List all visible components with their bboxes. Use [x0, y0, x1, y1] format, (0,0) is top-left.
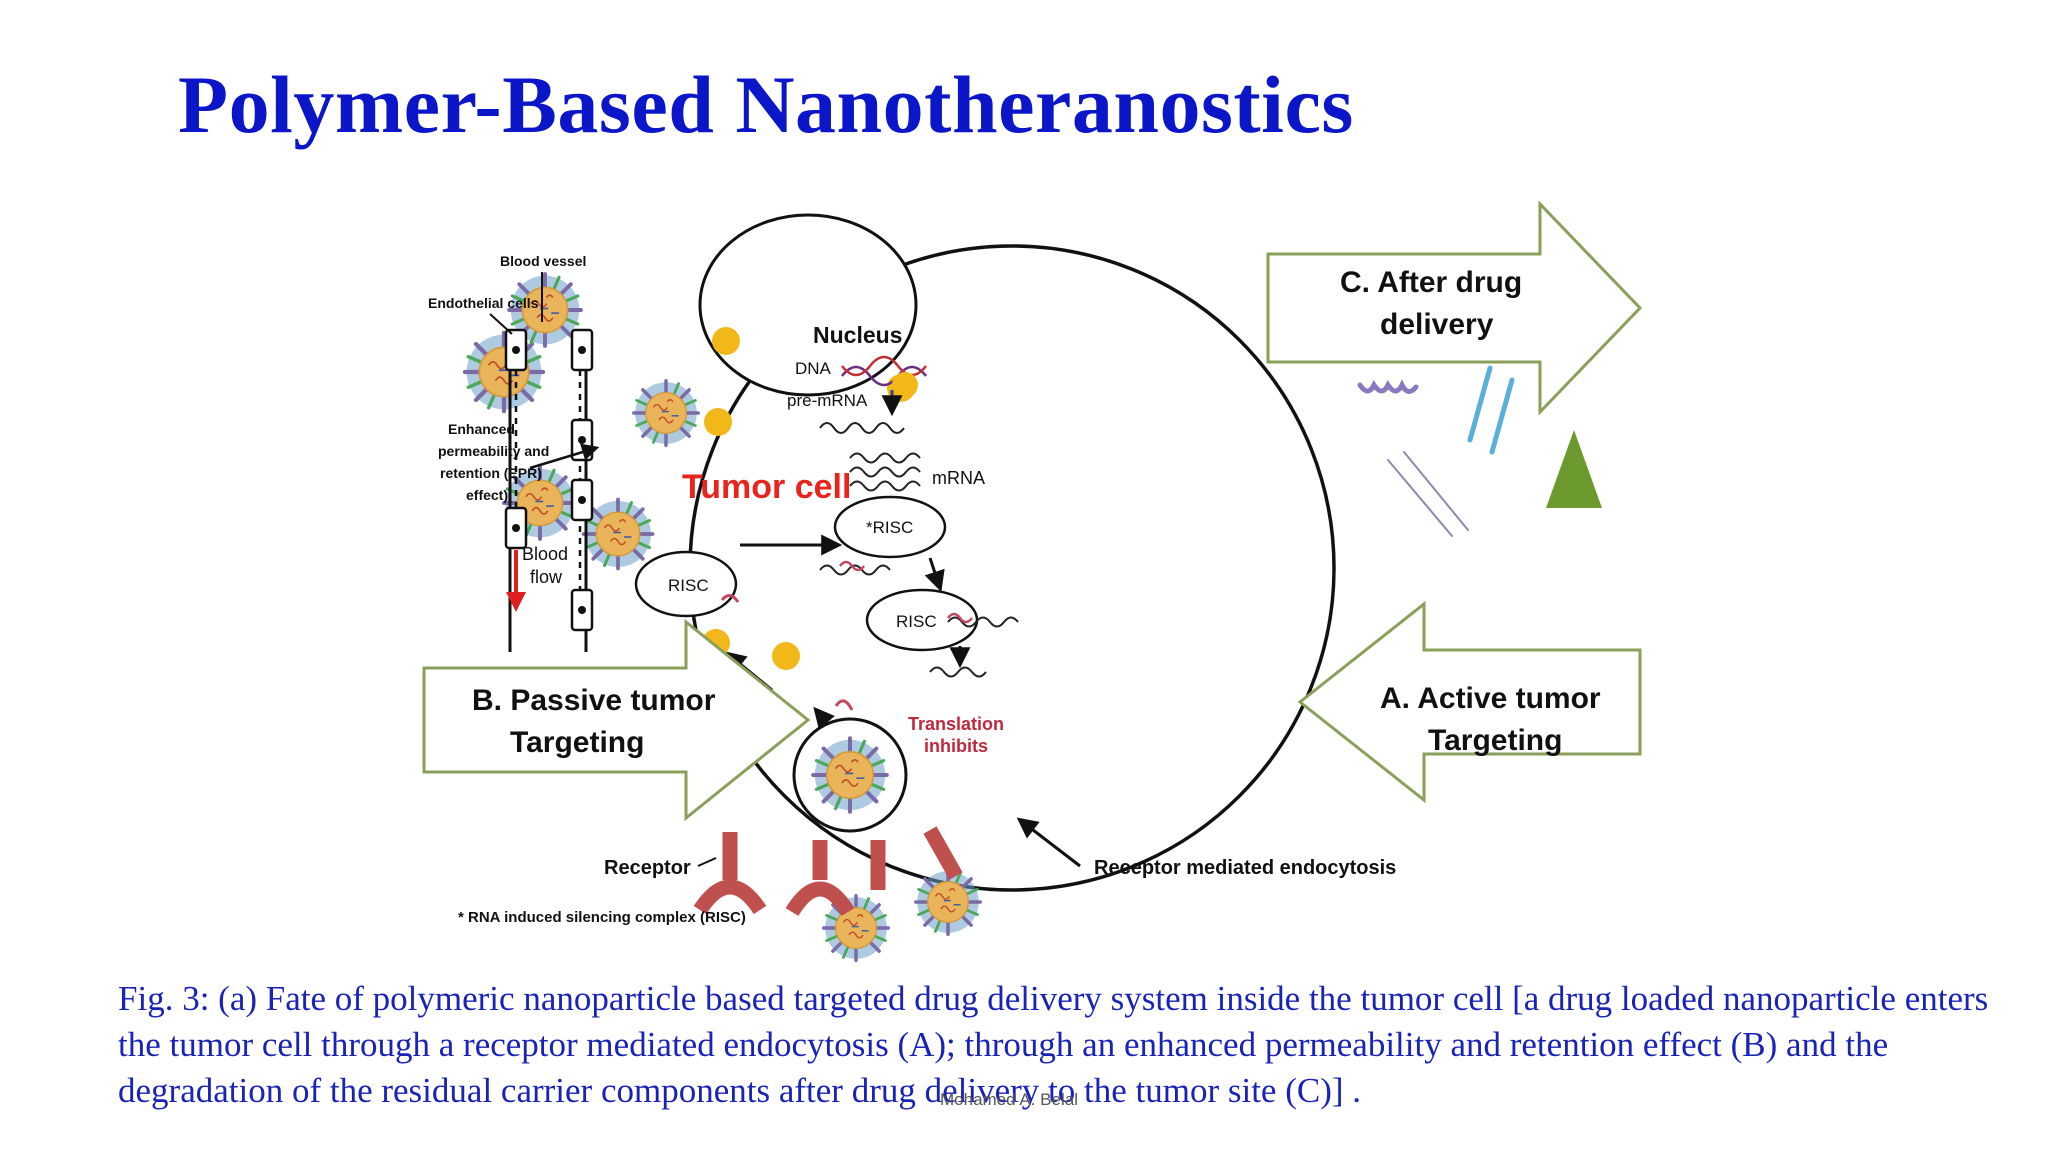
arrow-c-label: delivery — [1380, 308, 1494, 341]
slide-footer-author: Mohamed A. Belal — [940, 1090, 1078, 1109]
blood-vessel-label: Blood vessel — [500, 253, 586, 269]
rme-label: Receptor mediated endocytosis — [1094, 857, 1396, 879]
translation-label: Translation — [908, 714, 1004, 734]
pre-mrna-label: pre-mRNA — [787, 391, 868, 410]
risc-left-label: RISC — [668, 576, 709, 595]
passive-targeting-arrow — [422, 618, 811, 822]
receptor-label: Receptor — [604, 857, 691, 879]
nanoparticle — [465, 333, 543, 411]
risc-star-label: *RISC — [866, 518, 913, 537]
nucleus-label: Nucleus — [813, 322, 902, 348]
after-drug-delivery-arrow — [1266, 200, 1643, 416]
epr-label: Enhanced — [448, 421, 515, 437]
gold-dot — [772, 642, 800, 670]
arrow-b-label: B. Passive tumor — [472, 684, 716, 717]
pre-mrna-wave — [819, 422, 905, 434]
nanoparticle — [822, 894, 890, 962]
gold-dot — [712, 327, 740, 355]
gold-dot — [704, 408, 732, 436]
risc-lower-label: RISC — [896, 612, 937, 631]
tumor-targeting-diagram: Nucleus DNA pre-mRNA mRNA Tumor cell *RI… — [422, 200, 1643, 962]
nanoparticle — [632, 379, 700, 447]
slide-title: Polymer-Based Nanotheranostics — [178, 59, 1354, 150]
risc-left-complex — [634, 550, 738, 618]
tumor-cell-label: Tumor cell — [682, 468, 851, 506]
figure-caption: Fig. 3: (a) Fate of polymeric nanopartic… — [118, 979, 1989, 1110]
epr-label: effect) — [466, 487, 508, 503]
arrow-b-label: Targeting — [510, 726, 644, 759]
nanoparticle — [914, 868, 982, 936]
active-targeting-arrow — [1297, 600, 1642, 804]
nucleus — [698, 213, 918, 397]
arrow-c-label: C. After drug — [1340, 266, 1522, 299]
blood-flow-label: Blood — [522, 544, 568, 564]
translation-label: inhibits — [924, 736, 988, 756]
mrna-waves — [849, 452, 921, 492]
risc-footnote: * RNA induced silencing complex (RISC) — [458, 909, 746, 926]
arrow-a-label: Targeting — [1428, 724, 1562, 757]
gold-dot — [892, 372, 918, 398]
dna-label: DNA — [795, 359, 832, 378]
receptors — [693, 826, 963, 917]
residual-carrier-fragments — [1357, 365, 1515, 537]
mrna-label: mRNA — [932, 468, 985, 488]
epr-label: retention (EPR) — [440, 465, 542, 481]
arrow-a-label: A. Active tumor — [1380, 682, 1601, 715]
risc-star-complex — [833, 495, 947, 559]
residual-triangle — [1546, 430, 1602, 508]
epr-label: permeability and — [438, 443, 549, 459]
blood-flow-label: flow — [530, 567, 563, 587]
nanoparticle — [581, 497, 655, 571]
endothelial-cells-label: Endothelial cells — [428, 295, 539, 311]
